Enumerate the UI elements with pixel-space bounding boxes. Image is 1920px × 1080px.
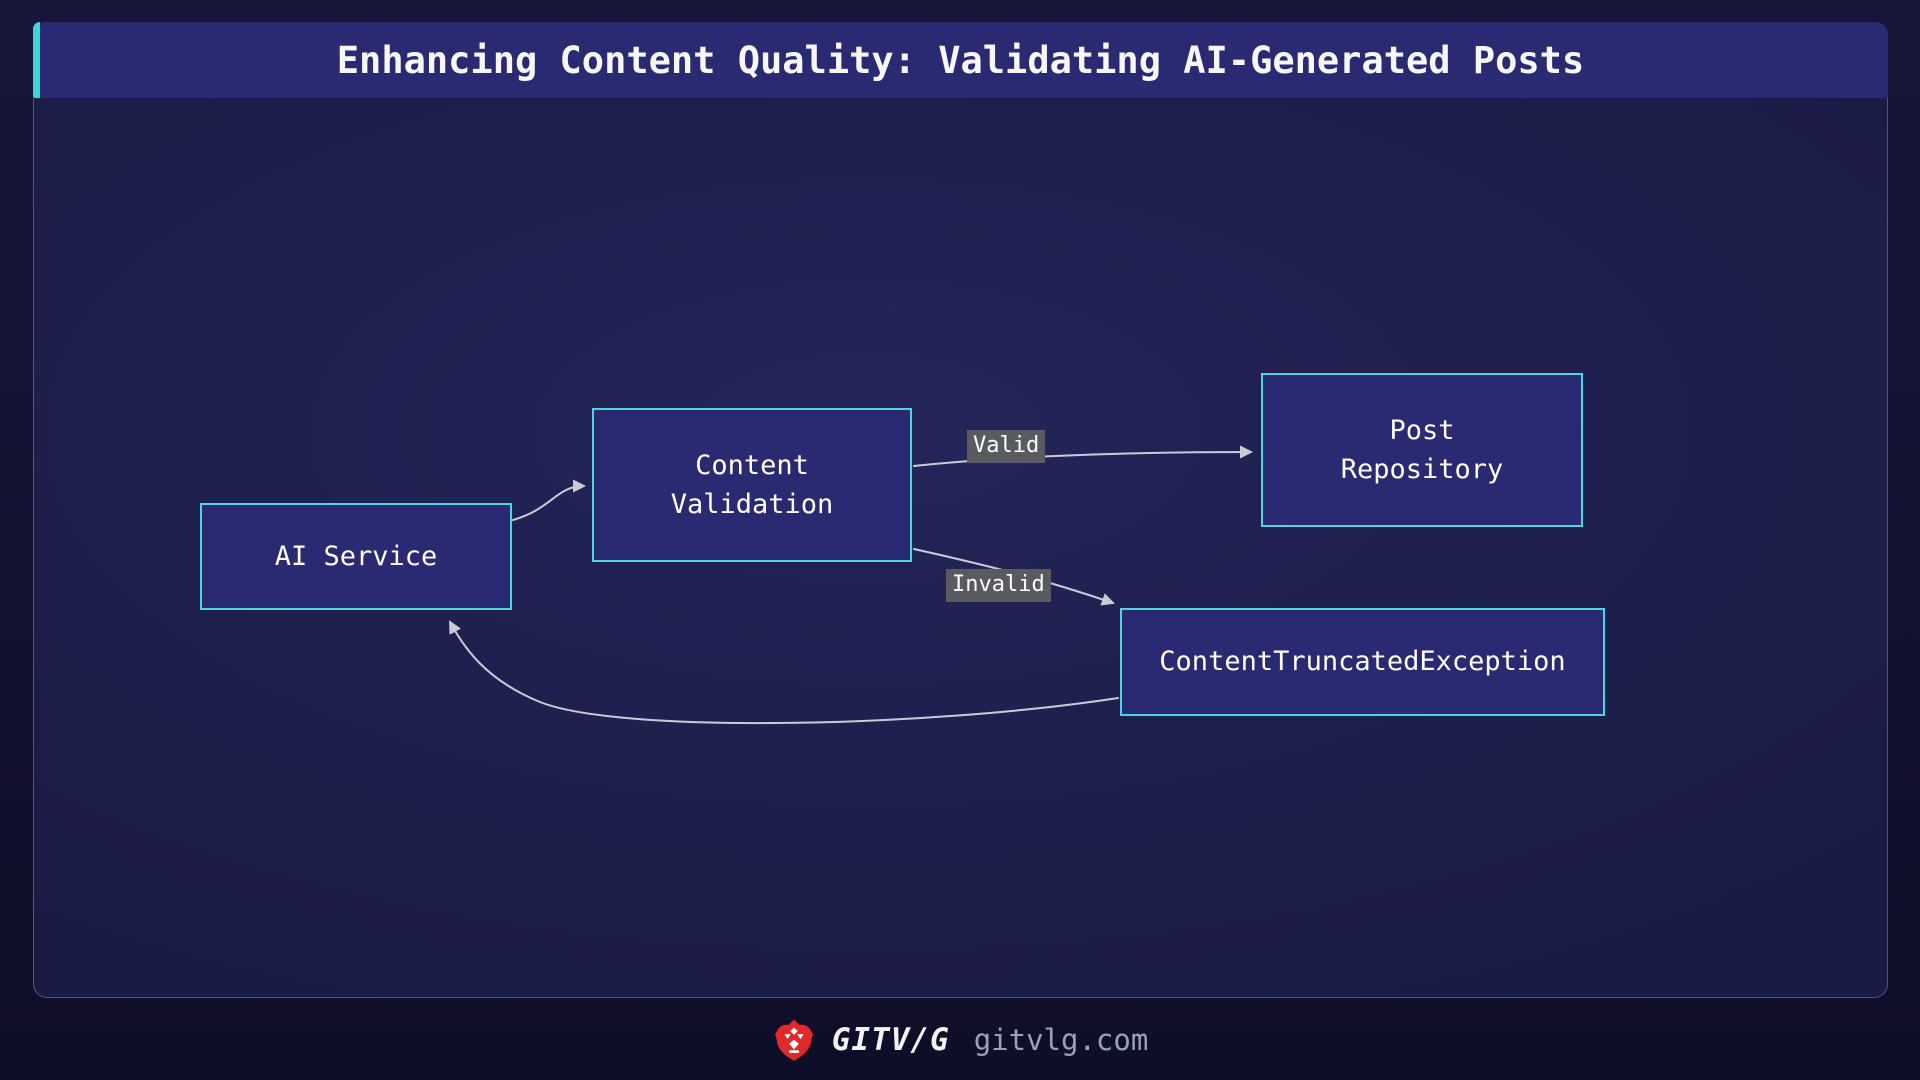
node-content-validation: Content Validation — [592, 408, 912, 562]
node-label-line: Repository — [1340, 454, 1504, 485]
lion-icon — [774, 1019, 813, 1061]
node-post-repository: Post Repository — [1261, 373, 1583, 527]
node-content-truncated-exception: ContentTruncatedException — [1120, 608, 1605, 716]
site-url: gitvlg.com — [973, 1023, 1149, 1057]
node-label-line: Validation — [670, 489, 834, 520]
node-label-line: Post — [1389, 414, 1455, 446]
node-label: ContentTruncatedException — [1159, 646, 1566, 678]
brand-text: GITV/G — [831, 1022, 950, 1058]
diagram-title: Enhancing Content Quality: Validating AI… — [336, 38, 1585, 82]
edge-label-invalid: Invalid — [946, 569, 1051, 602]
node-label-line: Content — [695, 449, 809, 481]
title-accent-bar — [33, 22, 40, 98]
node-ai-service: AI Service — [200, 503, 512, 610]
footer: GITV/G gitvlg.com — [0, 1008, 1920, 1072]
node-label: AI Service — [274, 540, 438, 572]
edge-label-valid: Valid — [967, 430, 1046, 463]
title-bar: Enhancing Content Quality: Validating AI… — [33, 22, 1888, 98]
